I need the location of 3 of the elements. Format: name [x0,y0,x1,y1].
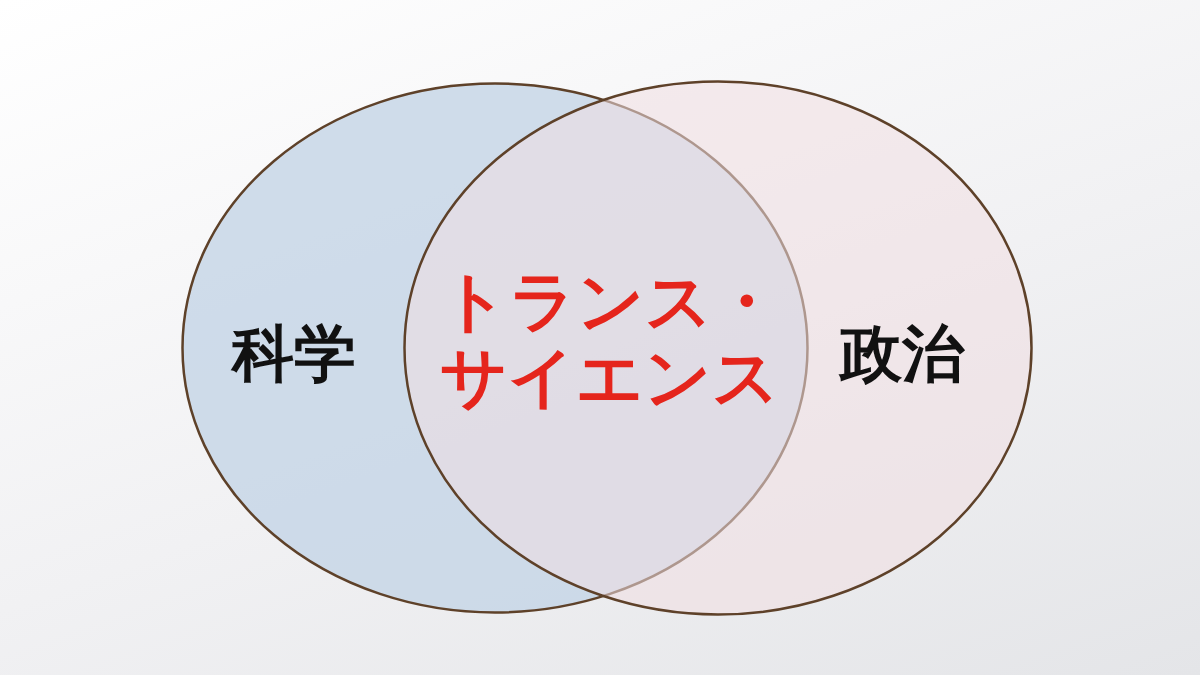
circle-label: 政治 [840,316,964,392]
overlap-label: トランス・サイエンス [439,264,781,416]
circle-label: 科学 [232,316,356,392]
